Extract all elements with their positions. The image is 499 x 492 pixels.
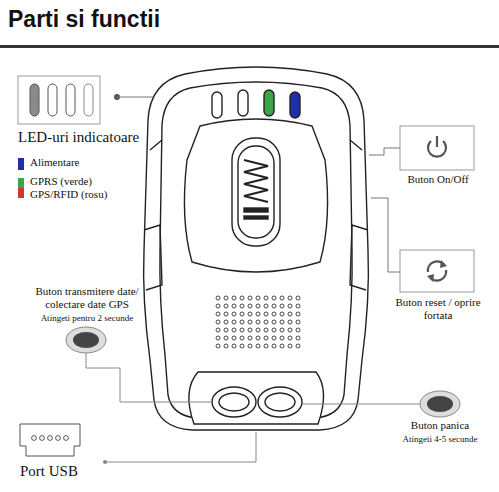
leader-line [302,404,420,405]
leader-line [371,198,400,272]
legend-text: GPS/RFID (rosu) [30,188,107,201]
part-label: Buton panica [398,419,482,432]
title-rule [0,45,499,48]
tracker-device [144,67,369,430]
part-label: Buton reset / oprire fortata [392,296,484,322]
legend-text: GPRS (verde) [30,175,92,188]
led-icon [18,76,100,124]
leader-line [86,353,212,402]
note-text: Atingeti 4-5 secunde [398,434,482,445]
panic-button-icon [420,391,460,417]
legend-swatch [18,188,24,198]
leader-line [105,432,256,462]
note-text: Atingeti pentru 2 secunde [18,313,156,324]
usb-port-icon [20,424,80,456]
power-icon [400,126,474,170]
legend-swatch [18,158,24,170]
part-label: LED-uri indicatoare [18,128,139,146]
page-title: Parti si functii [8,6,160,34]
reset-icon [400,250,474,292]
part-label: Port USB [20,462,78,480]
leader-line [369,148,400,155]
part-label: Buton On/Off [392,173,484,186]
legend-text: Alimentare [30,156,79,169]
legend-swatch [18,178,24,188]
transmit-button-icon [66,327,106,353]
part-label: Buton transmitere date/ colectare date G… [18,285,156,311]
